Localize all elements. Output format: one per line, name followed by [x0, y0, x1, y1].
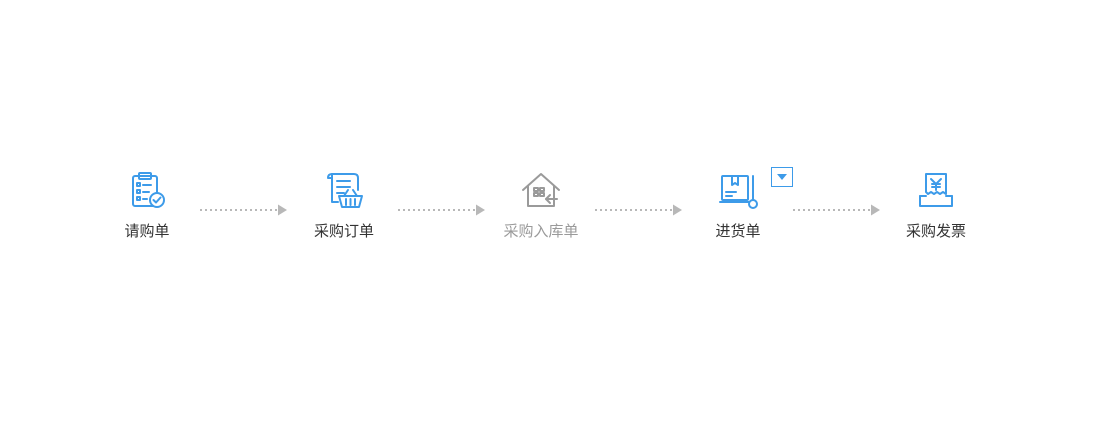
step-purchase-receipt: 采购入库单	[491, 168, 591, 248]
flow-arrow-connector	[595, 204, 682, 216]
step-label: 进货单	[715, 222, 761, 240]
step-dropdown-button[interactable]	[771, 167, 793, 187]
hand-truck-box-icon	[719, 175, 758, 209]
step-purchase-order[interactable]: 采购订单	[294, 168, 394, 248]
step-label: 采购发票	[905, 222, 966, 240]
flow-arrow-connector	[793, 204, 880, 216]
step-purchase-request[interactable]: 请购单	[97, 168, 197, 248]
step-label: 采购订单	[313, 222, 374, 240]
flow-arrow-connector	[200, 204, 287, 216]
document-basket-icon	[327, 173, 363, 208]
clipboard-check-icon	[132, 172, 165, 208]
step-purchase-invoice[interactable]: 采购发票	[886, 168, 986, 248]
invoice-receipt-icon	[919, 173, 953, 207]
step-goods-receipt[interactable]: 进货单	[688, 168, 788, 248]
warehouse-in-icon	[522, 173, 560, 207]
step-label: 请购单	[124, 222, 170, 240]
step-label: 采购入库单	[503, 222, 579, 240]
flow-arrow-connector	[398, 204, 485, 216]
caret-down-icon	[777, 174, 787, 180]
